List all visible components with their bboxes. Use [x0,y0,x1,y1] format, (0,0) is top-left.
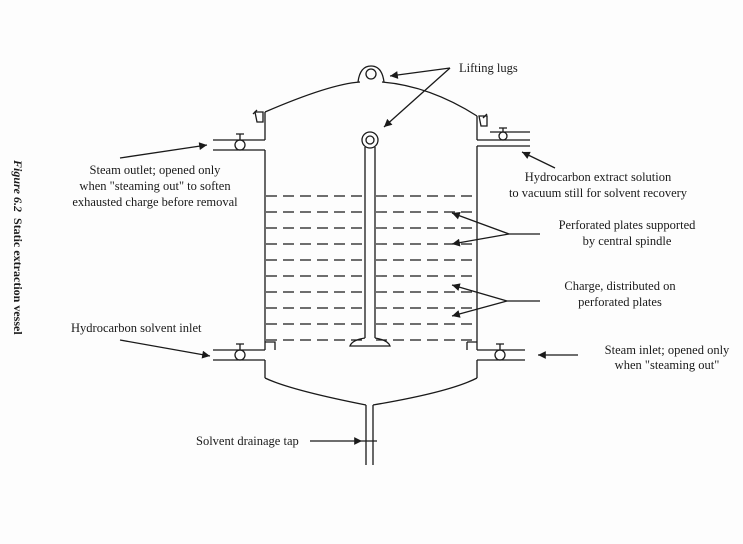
label-line: to vacuum still for solvent recovery [509,186,688,200]
perforated-plates [266,195,476,341]
top-lifting-lug [357,65,385,83]
svg-text:Figure 6.2Static extraction ve: Figure 6.2Static extraction vessel [11,159,25,335]
vessel-shell [252,81,488,406]
label-line: Perforated plates supported [559,218,697,232]
label-line: perforated plates [578,295,662,309]
drainage-tap [362,405,377,465]
central-spindle [349,131,391,347]
label-lifting-lugs: Lifting lugs [459,61,518,75]
clamp-left [252,109,264,123]
label-line: exhausted charge before removal [72,195,238,209]
label-steam-outlet: Steam outlet; opened only when "steaming… [72,163,238,209]
label-line: Steam outlet; opened only [90,163,222,177]
label-line: when "steaming out" [615,358,720,372]
extract-outlet-pipe [477,127,530,147]
label-line: when "steaming out" to soften [79,179,231,193]
label-perforated-plates: Perforated plates supported by central s… [559,218,697,248]
label-drainage-tap: Solvent drainage tap [196,434,299,448]
label-solvent-inlet: Hydrocarbon solvent inlet [71,321,202,335]
label-steam-inlet: Steam inlet; opened only when "steaming … [605,343,730,372]
label-line: Steam inlet; opened only [605,343,730,357]
label-line: by central spindle [583,234,672,248]
steam-inlet-pipe [466,341,525,361]
steam-outlet-pipe [213,133,265,151]
label-line: Hydrocarbon extract solution [525,170,672,184]
figure-caption: Figure 6.2Static extraction vessel [11,159,25,335]
label-line: Charge, distributed on [564,279,676,293]
label-charge: Charge, distributed on perforated plates [564,279,676,309]
clamp-right [478,113,488,127]
figure-title: Static extraction vessel [11,218,25,335]
annotation-arrows [119,67,578,445]
solvent-inlet-pipe [213,341,276,361]
label-extract-solution: Hydrocarbon extract solution to vacuum s… [509,170,688,200]
figure-number: Figure 6.2 [11,159,25,212]
